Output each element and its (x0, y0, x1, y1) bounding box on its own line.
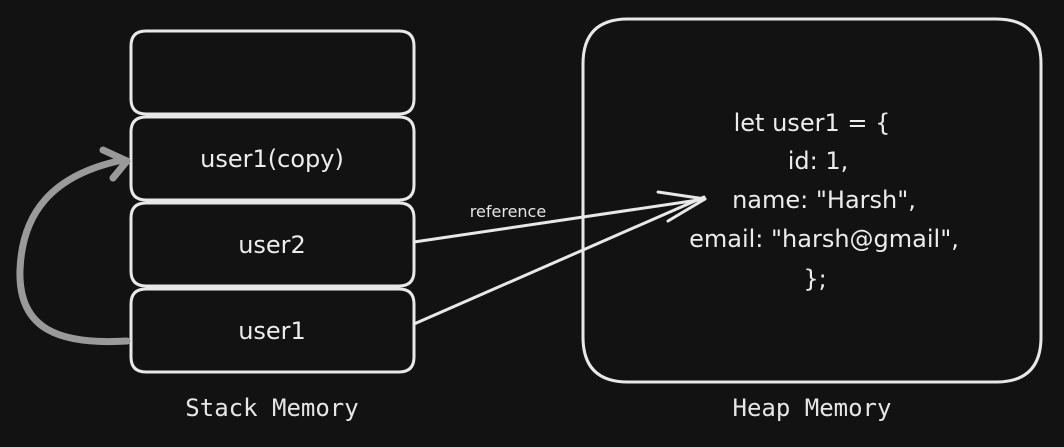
stack-memory-caption: Stack Memory (185, 394, 358, 422)
stack-cell-3-box (129, 287, 416, 374)
heap-memory: let user1 = { id: 1, name: "Harsh", emai… (581, 17, 1043, 422)
reference-arrow-user2 (412, 197, 707, 244)
heap-memory-box (581, 17, 1043, 384)
heap-code-line-1: id: 1, (788, 147, 849, 175)
heap-code-line-0: let user1 = { (734, 109, 891, 137)
heap-code-line-2: name: "Harsh", (732, 186, 916, 214)
stack-cell-2-label: user2 (238, 231, 306, 259)
heap-code-line-3: email: "harsh@gmail", (689, 225, 959, 253)
copy-arrow (16, 146, 131, 346)
stack-cell-1-box (129, 115, 416, 202)
reference-label: reference (470, 202, 546, 221)
reference-arrow-user1 (412, 195, 706, 326)
stack-memory: user1(copy) user2 user1 Stack Memory (129, 29, 416, 422)
reference-arrow-user2-head (656, 190, 707, 223)
stack-cell-0-box (129, 29, 416, 116)
stack-cell-2-box (129, 201, 416, 288)
heap-code-line-4: }; (803, 265, 826, 293)
stack-cell-3-label: user1 (238, 317, 306, 345)
stack-cell-1-label: user1(copy) (200, 145, 344, 173)
reference-arrows: reference (412, 190, 707, 326)
copy-arrow-head (99, 146, 131, 182)
heap-memory-caption: Heap Memory (733, 394, 892, 422)
copy-arrow-curve (16, 156, 131, 346)
